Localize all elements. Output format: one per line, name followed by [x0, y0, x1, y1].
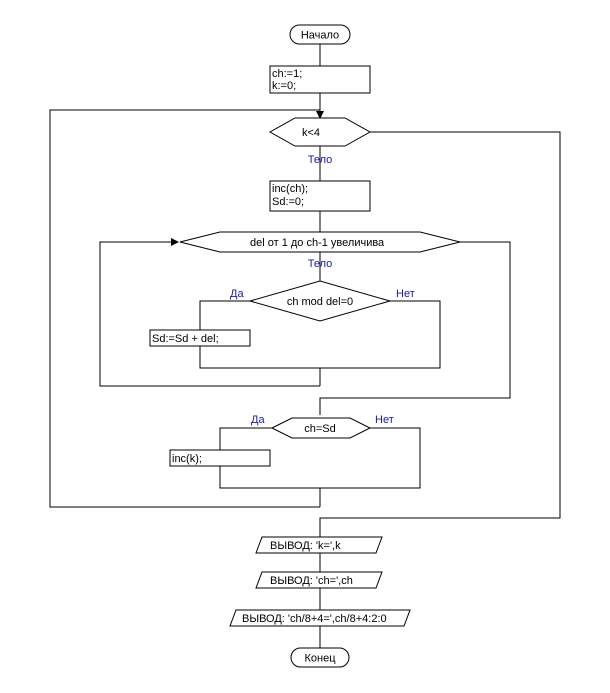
outer-condition-label: k<4 — [302, 127, 320, 139]
outer-body-block: inc(ch); Sd:=0; — [269, 180, 371, 212]
outer-body-label: Тело — [308, 154, 333, 166]
outer-body-line-2: Sd:=0; — [272, 196, 304, 208]
start-label: Начало — [301, 30, 339, 42]
eq-condition: ch=Sd — [270, 417, 372, 439]
inner-loop-header: del от 1 до ch-1 увеличива — [179, 231, 461, 253]
output-3: ВЫВОД: 'ch/8+4=',ch/8+4:2:0 — [229, 609, 411, 627]
output-1: ВЫВОД: 'k=',k — [255, 536, 383, 554]
init-line-1: ch:=1; — [272, 68, 302, 80]
init-block: ch:=1; k:=0; — [269, 65, 371, 94]
end-node: Конец — [290, 647, 350, 668]
connector-outer-exit — [319, 131, 561, 537]
connector-eq-no-merge — [219, 427, 421, 489]
init-line-2: k:=0; — [272, 80, 296, 92]
mod-condition: ch mod del=0 — [248, 280, 392, 322]
mod-no-label: Нет — [396, 288, 415, 300]
output-2: ВЫВОД: 'ch=',ch — [255, 571, 383, 589]
sum-label: Sd:=Sd + del; — [152, 333, 219, 345]
mod-yes-label: Да — [230, 288, 244, 300]
connector-eq-yes — [219, 427, 272, 450]
sum-block: Sd:=Sd + del; — [149, 329, 251, 347]
outer-body-line-1: inc(ch); — [272, 183, 308, 195]
eq-no-label: Нет — [375, 414, 394, 426]
output-2-label: ВЫВОД: 'ch=',ch — [270, 575, 353, 587]
connector-mod-no-merge — [199, 300, 441, 369]
output-3-label: ВЫВОД: 'ch/8+4=',ch/8+4:2:0 — [242, 613, 387, 625]
start-node: Начало — [289, 24, 351, 45]
connector-mod-yes — [199, 300, 250, 330]
inc-k-label: inc(k); — [172, 453, 202, 465]
inner-loop-label: del от 1 до ch-1 увеличива — [250, 237, 385, 249]
end-label: Конец — [304, 653, 336, 665]
outer-condition: k<4 — [268, 117, 372, 147]
inc-k-block: inc(k); — [169, 449, 271, 467]
output-1-label: ВЫВОД: 'k=',k — [270, 540, 341, 552]
connectors — [49, 44, 561, 648]
connector-outer-back — [49, 109, 320, 508]
eq-condition-label: ch=Sd — [304, 423, 336, 435]
eq-yes-label: Да — [251, 414, 265, 426]
connector-innerloop-back — [99, 238, 320, 387]
mod-condition-label: ch mod del=0 — [287, 296, 353, 308]
inner-body-label: Тело — [308, 258, 333, 270]
connector-innerloop-exit — [319, 241, 511, 415]
